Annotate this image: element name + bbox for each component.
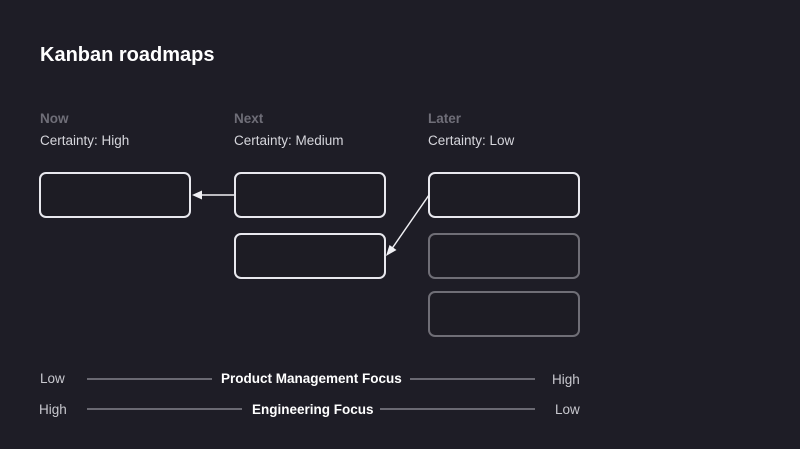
pm-focus-line-left: [87, 378, 212, 380]
column-now-certainty: Certainty: High: [40, 133, 130, 148]
column-later-certainty: Certainty: Low: [428, 133, 515, 148]
eng-focus-line-left: [87, 408, 242, 410]
arrow-later-to-next: [386, 194, 430, 256]
pm-focus-low-label: Low: [40, 371, 65, 386]
pm-focus-high-label: High: [552, 372, 580, 387]
pm-focus-title: Product Management Focus: [221, 371, 402, 386]
later-card-2[interactable]: [428, 233, 580, 279]
next-card-2[interactable]: [234, 233, 386, 279]
eng-focus-high-label: High: [39, 402, 67, 417]
now-card-1[interactable]: [39, 172, 191, 218]
pm-focus-line-right: [410, 378, 535, 380]
eng-focus-low-label: Low: [555, 402, 580, 417]
column-later-title: Later: [428, 111, 462, 126]
column-next-title: Next: [234, 111, 264, 126]
next-card-1[interactable]: [234, 172, 386, 218]
eng-focus-line-right: [380, 408, 535, 410]
eng-focus-title: Engineering Focus: [252, 402, 374, 417]
arrow-next-to-now: [192, 190, 234, 200]
later-card-3[interactable]: [428, 291, 580, 337]
column-next-certainty: Certainty: Medium: [234, 133, 344, 148]
page-title: Kanban roadmaps: [40, 44, 215, 66]
column-now-title: Now: [40, 111, 69, 126]
